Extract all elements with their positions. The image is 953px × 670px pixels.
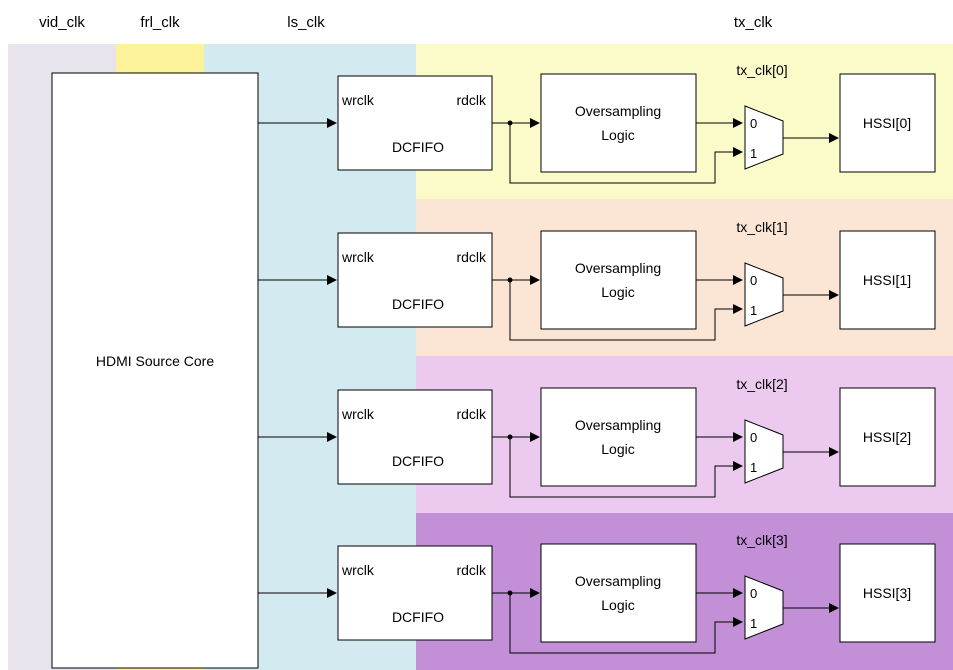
- logic-label-line-2: Logic: [601, 441, 634, 457]
- fifo-rdclk-label: rdclk: [456, 92, 487, 108]
- logic-label-line-1: Oversampling: [575, 417, 661, 433]
- hdmi-source-core: HDMI Source Core: [51, 72, 259, 669]
- mux-input-1-label: 1: [750, 303, 757, 318]
- mux-input-0-label: 0: [750, 430, 757, 445]
- mux-symbol: [744, 262, 784, 327]
- oversampling-logic-box: [540, 73, 697, 173]
- clock-headers: vid_clk frl_clk ls_clk tx_clk: [39, 14, 773, 31]
- mux-symbol: [744, 419, 784, 484]
- fifo-wrclk-label: wrclk: [341, 249, 375, 265]
- dcfifo-box: [337, 389, 493, 485]
- source-core-box: [51, 72, 259, 669]
- fifo-wrclk-label: wrclk: [341, 406, 375, 422]
- logic-label-line-1: Oversampling: [575, 573, 661, 589]
- hssi-box: [839, 387, 936, 487]
- header-vid-clk: vid_clk: [39, 14, 85, 31]
- hssi-label: HSSI[3]: [863, 585, 911, 601]
- oversampling-logic-box: [540, 230, 697, 330]
- logic-label-line-2: Logic: [601, 127, 634, 143]
- bypass-wire: [509, 593, 743, 654]
- logic-label-line-2: Logic: [601, 597, 634, 613]
- header-tx-clk: tx_clk: [734, 14, 773, 31]
- mux-input-0-label: 0: [750, 586, 757, 601]
- hssi-box: [839, 73, 936, 173]
- fifo-wrclk-label: wrclk: [341, 92, 375, 108]
- hssi-label: HSSI[0]: [863, 115, 911, 131]
- fifo-rdclk-label: rdclk: [456, 562, 487, 578]
- mux-input-1-label: 1: [750, 146, 757, 161]
- fifo-wrclk-label: wrclk: [341, 562, 375, 578]
- logic-label-line-1: Oversampling: [575, 260, 661, 276]
- lane-clock-label: tx_clk[2]: [736, 376, 787, 392]
- mux-input-0-label: 0: [750, 273, 757, 288]
- dcfifo-box: [337, 232, 493, 328]
- logic-label-line-2: Logic: [601, 284, 634, 300]
- logic-label-line-1: Oversampling: [575, 103, 661, 119]
- fifo-name-label: DCFIFO: [392, 453, 444, 469]
- mux-symbol: [744, 575, 784, 640]
- mux-input-0-label: 0: [750, 116, 757, 131]
- oversampling-logic-box: [540, 543, 697, 643]
- lane-clock-label: tx_clk[3]: [736, 532, 787, 548]
- fifo-name-label: DCFIFO: [392, 296, 444, 312]
- lane-clock-label: tx_clk[0]: [736, 62, 787, 78]
- fifo-rdclk-label: rdclk: [456, 249, 487, 265]
- bypass-wire: [509, 123, 743, 184]
- fifo-name-label: DCFIFO: [392, 609, 444, 625]
- mux-symbol: [744, 105, 784, 170]
- bypass-wire: [509, 280, 743, 341]
- dcfifo-box: [337, 75, 493, 171]
- bypass-wire: [509, 437, 743, 498]
- dcfifo-box: [337, 545, 493, 641]
- fifo-rdclk-label: rdclk: [456, 406, 487, 422]
- hssi-label: HSSI[2]: [863, 429, 911, 445]
- hssi-box: [839, 543, 936, 643]
- mux-input-1-label: 1: [750, 460, 757, 475]
- lane-clock-label: tx_clk[1]: [736, 219, 787, 235]
- mux-input-1-label: 1: [750, 616, 757, 631]
- fifo-name-label: DCFIFO: [392, 139, 444, 155]
- oversampling-logic-box: [540, 387, 697, 487]
- source-core-label: HDMI Source Core: [96, 353, 214, 369]
- hssi-label: HSSI[1]: [863, 272, 911, 288]
- hssi-box: [839, 230, 936, 330]
- header-frl-clk: frl_clk: [140, 14, 180, 31]
- header-ls-clk: ls_clk: [287, 14, 325, 31]
